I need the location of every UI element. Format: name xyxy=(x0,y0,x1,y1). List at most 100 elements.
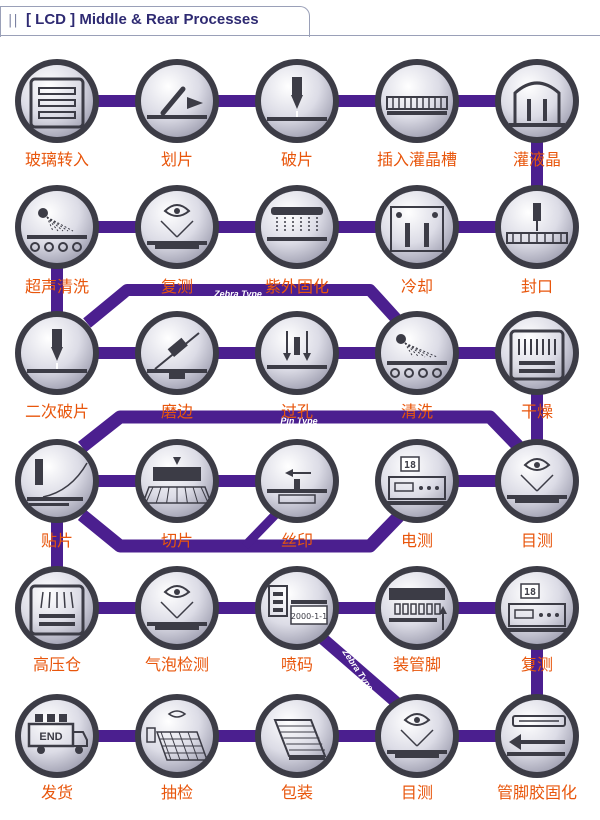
node-disc xyxy=(501,445,573,517)
process-node: END xyxy=(15,694,99,778)
process-node xyxy=(135,59,219,143)
header: || [ LCD ] Middle & Rear Processes xyxy=(0,0,600,38)
process-node xyxy=(15,311,99,395)
via-icon xyxy=(267,331,327,369)
header-tab xyxy=(0,6,310,37)
eye-inspect-icon xyxy=(147,585,207,630)
node-disc xyxy=(21,445,93,517)
step-label: 发货 xyxy=(40,783,73,802)
step-label: 气泡检测 xyxy=(144,655,209,674)
seal-icon xyxy=(506,203,568,244)
step-label: 插入灌晶槽 xyxy=(376,150,457,169)
process-node xyxy=(495,59,579,143)
insert-tank-icon xyxy=(386,96,448,115)
process-node xyxy=(15,566,99,650)
step-label: 丝印 xyxy=(280,531,313,550)
edge-grind-icon xyxy=(147,332,207,379)
process-node xyxy=(135,311,219,395)
zebra-route-bottom xyxy=(318,633,402,709)
step-label: 目测 xyxy=(520,531,553,550)
step-label: 过孔 xyxy=(280,402,313,421)
electric-test-icon: 18 xyxy=(507,583,567,632)
process-node xyxy=(255,311,339,395)
glass-stack-icon xyxy=(29,77,85,129)
node-disc xyxy=(501,572,573,644)
process-node xyxy=(255,59,339,143)
node-disc xyxy=(381,317,453,389)
pin-mount-icon xyxy=(389,588,447,630)
process-node xyxy=(135,694,219,778)
step-label: 冷却 xyxy=(400,277,433,296)
process-node xyxy=(15,439,99,523)
node-disc xyxy=(141,65,213,137)
process-node xyxy=(15,185,99,269)
step-label: 装管脚 xyxy=(392,655,441,674)
cooling-icon xyxy=(390,206,444,252)
silkscreen-branch xyxy=(241,511,279,550)
step-label: 玻璃转入 xyxy=(24,150,89,169)
step-label: 灌液晶 xyxy=(512,150,561,169)
process-node xyxy=(135,185,219,269)
process-node xyxy=(15,59,99,143)
break-icon xyxy=(27,329,87,373)
process-node xyxy=(375,311,459,395)
node-disc xyxy=(381,700,453,772)
process-node xyxy=(135,439,219,523)
uv-cure-icon xyxy=(267,207,327,241)
process-node: 18 xyxy=(375,439,459,523)
step-label: 磨边 xyxy=(160,402,193,421)
zebra-type-top-label: Zebra Type xyxy=(213,289,262,299)
node-disc xyxy=(141,191,213,263)
print-code-icon: 2000-1-1 xyxy=(268,585,328,625)
step-label: 抽检 xyxy=(160,783,193,802)
process-node xyxy=(495,311,579,395)
eye-inspect-icon xyxy=(507,458,567,503)
step-label: 破片 xyxy=(280,150,313,169)
process-node: 18 xyxy=(495,566,579,650)
wash-icon xyxy=(387,334,447,378)
node-disc xyxy=(261,700,333,772)
page-title: [ LCD ] Middle & Rear Processes xyxy=(26,11,259,28)
process-node xyxy=(135,566,219,650)
step-label: 包装 xyxy=(280,783,313,802)
step-label: 电测 xyxy=(400,531,433,550)
process-node xyxy=(375,566,459,650)
scribe-icon xyxy=(147,86,207,119)
step-label: 切片 xyxy=(160,531,193,550)
eye-inspect-icon xyxy=(147,204,207,249)
step-label: 划片 xyxy=(160,150,193,169)
meter-readout: 18 xyxy=(404,460,416,471)
step-label: 喷码 xyxy=(280,655,313,674)
step-label: 贴片 xyxy=(40,531,73,550)
dry-icon xyxy=(509,329,565,381)
process-node: 2000-1-1 xyxy=(255,566,339,650)
node-disc xyxy=(21,191,93,263)
step-label: 高压仓 xyxy=(32,655,81,674)
ultrasonic-wash-icon xyxy=(27,208,87,252)
process-node xyxy=(375,59,459,143)
header-bars-icon: || xyxy=(8,13,19,28)
truck-end-text: END xyxy=(39,731,62,743)
step-label: 目测 xyxy=(400,783,433,802)
eye-inspect-icon xyxy=(387,713,447,758)
silkscreen-icon xyxy=(267,469,327,504)
step-label: 干燥 xyxy=(520,402,553,421)
lc-fill-icon xyxy=(509,81,565,127)
header-rule xyxy=(0,35,600,36)
process-node xyxy=(495,185,579,269)
step-label: 复测 xyxy=(520,655,553,674)
autoclave-icon xyxy=(29,584,85,636)
node-disc xyxy=(501,700,573,772)
node-disc xyxy=(501,65,573,137)
node-disc xyxy=(141,572,213,644)
step-label: 封口 xyxy=(520,277,553,296)
node-disc xyxy=(261,191,333,263)
node-disc xyxy=(141,700,213,772)
process-node xyxy=(255,439,339,523)
pin-type-label: Pin Type xyxy=(280,416,317,426)
electric-test-icon: 18 xyxy=(387,456,447,505)
package-icon xyxy=(273,719,327,760)
step-label: 复测 xyxy=(160,277,193,296)
